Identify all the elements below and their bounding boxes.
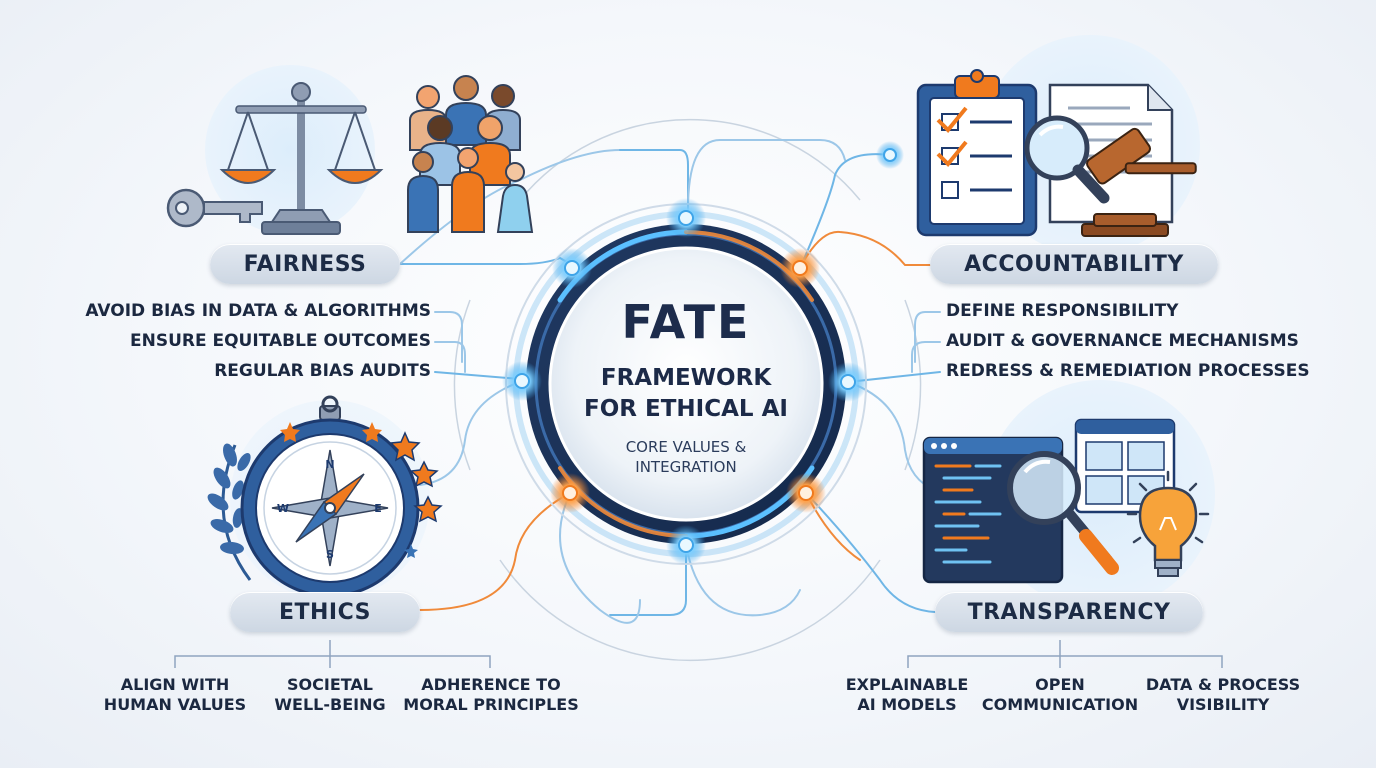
people-group-icon (407, 75, 534, 233)
ethics-item-line2: HUMAN VALUES (103, 695, 247, 714)
ethics-item-line1: SOCIETAL (287, 675, 373, 694)
node-top-right (780, 248, 820, 288)
node-bottom-left (550, 473, 590, 513)
transparency-item-line2: VISIBILITY (1176, 695, 1270, 714)
framework-subtitle-line2: FOR ETHICAL AI (584, 396, 788, 422)
browser-window-icon (1074, 418, 1176, 514)
ethics-item-line1: ADHERENCE TO (421, 675, 561, 694)
magnifier-code-icon (1007, 451, 1119, 575)
transparency-label: TRANSPARENCY (935, 592, 1203, 632)
node-accountability-end (876, 141, 904, 169)
transparency-item: EXPLAINABLE AI MODELS (832, 675, 982, 715)
transparency-item-line1: DATA & PROCESS (1145, 675, 1301, 694)
node-right (828, 362, 868, 402)
star-icon (280, 422, 443, 558)
compass-west-label: W (277, 502, 289, 515)
node-top-left (552, 248, 592, 288)
hub-nodes (502, 141, 904, 565)
accountability-item: DEFINE RESPONSIBILITY (946, 301, 1179, 321)
node-left (502, 361, 542, 401)
node-bottom (666, 525, 706, 565)
node-bottom-right (786, 473, 826, 513)
clipboard-checklist-icon (916, 69, 1038, 237)
ethics-item-line1: ALIGN WITH (120, 675, 230, 694)
connector-lines (399, 139, 941, 624)
core-values-caption-line2: INTEGRATION (635, 458, 737, 476)
compass-north-label: N (325, 458, 334, 471)
gavel-icon (1081, 127, 1197, 237)
magnifier-icon (1024, 115, 1110, 204)
laurel-icon (207, 443, 252, 581)
transparency-item: DATA & PROCESS VISIBILITY (1130, 675, 1316, 715)
fairness-item: REGULAR BIAS AUDITS (214, 361, 431, 381)
accountability-label: ACCOUNTABILITY (930, 244, 1218, 284)
ethics-item-line2: WELL-BEING (274, 695, 386, 714)
ethics-item: ADHERENCE TO MORAL PRINCIPLES (398, 675, 584, 715)
transparency-item-line2: AI MODELS (857, 695, 957, 714)
fairness-item: ENSURE EQUITABLE OUTCOMES (129, 331, 431, 351)
transparency-bracket (907, 640, 1223, 668)
accountability-item: REDRESS & REMEDIATION PROCESSES (946, 361, 1310, 381)
lightbulb-icon (1126, 470, 1210, 577)
compass-east-label: E (374, 502, 382, 515)
ethics-label: ETHICS (230, 592, 420, 632)
compass-south-label: S (326, 548, 334, 561)
fairness-label: FAIRNESS (210, 244, 400, 284)
compass-icon: N E W S (240, 395, 420, 598)
ethics-item-line2: MORAL PRINCIPLES (403, 695, 579, 714)
accountability-item: AUDIT & GOVERNANCE MECHANISMS (946, 331, 1299, 351)
node-top (666, 198, 706, 238)
core-values-caption-line1: CORE VALUES & (625, 438, 747, 456)
scales-icon (219, 82, 384, 235)
ethics-item: ALIGN WITH HUMAN VALUES (100, 675, 250, 715)
ethics-bracket (174, 640, 491, 668)
fate-title: FATE (621, 295, 751, 349)
ethics-item: SOCIETAL WELL-BEING (265, 675, 395, 715)
transparency-item-line2: COMMUNICATION (981, 695, 1139, 714)
fairness-item: AVOID BIAS IN DATA & ALGORITHMS (85, 301, 431, 321)
key-icon (166, 188, 263, 228)
transparency-item-line1: OPEN (1035, 675, 1085, 694)
framework-subtitle-line1: FRAMEWORK (600, 365, 772, 391)
transparency-item-line1: EXPLAINABLE (845, 675, 969, 694)
transparency-item: OPEN COMMUNICATION (975, 675, 1145, 715)
